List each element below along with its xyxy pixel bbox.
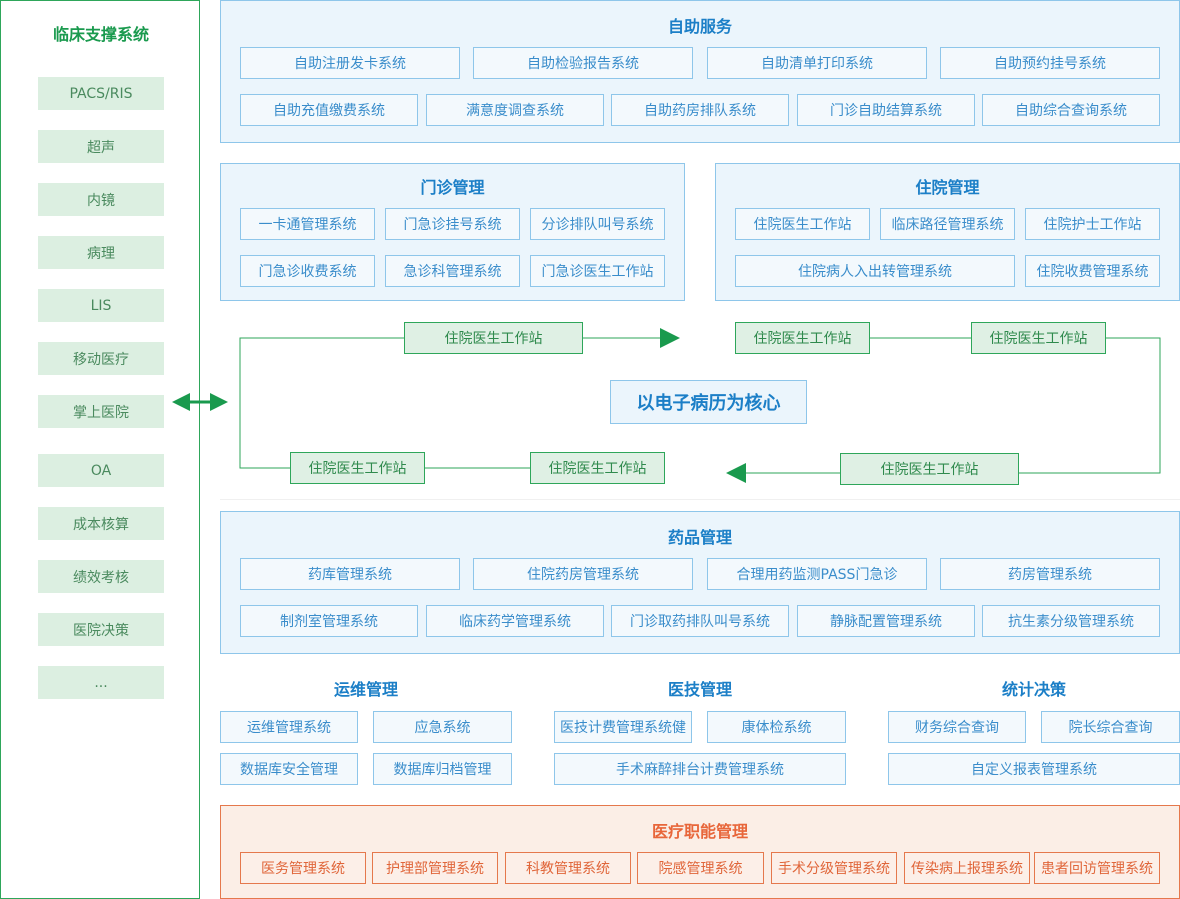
flow-node-top-right[interactable]: 住院医生工作站 bbox=[971, 322, 1106, 354]
medical-function-item[interactable]: 手术分级管理系统 bbox=[771, 852, 897, 884]
ops-item[interactable]: 运维管理系统 bbox=[220, 711, 358, 743]
stats-item[interactable]: 院长综合查询 bbox=[1041, 711, 1180, 743]
inpatient-item[interactable]: 住院病人入出转管理系统 bbox=[735, 255, 1015, 287]
self-service-item[interactable]: 满意度调查系统 bbox=[426, 94, 604, 126]
arrow-left-icon bbox=[726, 463, 746, 483]
ops-item[interactable]: 应急系统 bbox=[373, 711, 512, 743]
medtech-item[interactable]: 医技计费管理系统健 bbox=[554, 711, 692, 743]
ops-item[interactable]: 数据库安全管理 bbox=[220, 753, 358, 785]
drug-item[interactable]: 抗生素分级管理系统 bbox=[982, 605, 1160, 637]
self-service-item[interactable]: 自助充值缴费系统 bbox=[240, 94, 418, 126]
clinical-support-title: 临床支撑系统 bbox=[52, 25, 149, 44]
outpatient-item[interactable]: 门急诊收费系统 bbox=[240, 255, 375, 287]
section-divider bbox=[220, 499, 1180, 500]
medical-function-title: 医疗职能管理 bbox=[651, 822, 748, 841]
medical-function-item[interactable]: 传染病上报理系统 bbox=[904, 852, 1030, 884]
medtech-item[interactable]: 手术麻醉排台计费管理系统 bbox=[554, 753, 846, 785]
medtech-title: 医技管理 bbox=[667, 680, 732, 699]
outpatient-title: 门诊管理 bbox=[420, 178, 485, 197]
left-item-performance[interactable]: 绩效考核 bbox=[38, 560, 164, 593]
double-arrow-icon bbox=[172, 393, 228, 411]
flow-node-bottom-left[interactable]: 住院医生工作站 bbox=[290, 452, 425, 484]
self-service-item[interactable]: 自助综合查询系统 bbox=[982, 94, 1160, 126]
medtech-item[interactable]: 康体检系统 bbox=[707, 711, 846, 743]
medical-function-item[interactable]: 患者回访管理系统 bbox=[1034, 852, 1160, 884]
outpatient-item[interactable]: 分诊排队叫号系统 bbox=[530, 208, 665, 240]
inpatient-item[interactable]: 临床路径管理系统 bbox=[880, 208, 1015, 240]
drug-item[interactable]: 门诊取药排队叫号系统 bbox=[611, 605, 789, 637]
drug-item[interactable]: 合理用药监测PASS门急诊 bbox=[707, 558, 927, 590]
drug-title: 药品管理 bbox=[667, 528, 732, 547]
left-item-more[interactable]: ... bbox=[38, 666, 164, 699]
emr-core-box[interactable]: 以电子病历为核心 bbox=[610, 380, 807, 424]
stats-title: 统计决策 bbox=[1001, 680, 1066, 699]
flow-node-top-left[interactable]: 住院医生工作站 bbox=[404, 322, 583, 354]
flow-node-top-mid[interactable]: 住院医生工作站 bbox=[735, 322, 870, 354]
flow-node-bottom-mid[interactable]: 住院医生工作站 bbox=[530, 452, 665, 484]
left-item-endoscopy[interactable]: 内镜 bbox=[38, 183, 164, 216]
medical-function-item[interactable]: 院感管理系统 bbox=[637, 852, 764, 884]
inpatient-title: 住院管理 bbox=[915, 178, 980, 197]
left-item-oa[interactable]: OA bbox=[38, 454, 164, 487]
left-item-pathology[interactable]: 病理 bbox=[38, 236, 164, 269]
drug-item[interactable]: 药库管理系统 bbox=[240, 558, 460, 590]
drug-item[interactable]: 静脉配置管理系统 bbox=[797, 605, 975, 637]
flow-node-bottom-right[interactable]: 住院医生工作站 bbox=[840, 453, 1019, 485]
drug-item[interactable]: 住院药房管理系统 bbox=[473, 558, 693, 590]
left-item-lis[interactable]: LIS bbox=[38, 289, 164, 322]
self-service-title: 自助服务 bbox=[667, 17, 732, 36]
left-item-pacs[interactable]: PACS/RIS bbox=[38, 77, 164, 110]
self-service-item[interactable]: 自助预约挂号系统 bbox=[940, 47, 1160, 79]
self-service-item[interactable]: 自助清单打印系统 bbox=[707, 47, 927, 79]
left-item-ultrasound[interactable]: 超声 bbox=[38, 130, 164, 163]
ops-title: 运维管理 bbox=[333, 680, 398, 699]
stats-item[interactable]: 财务综合查询 bbox=[888, 711, 1026, 743]
self-service-item[interactable]: 自助检验报告系统 bbox=[473, 47, 693, 79]
medical-function-item[interactable]: 科教管理系统 bbox=[505, 852, 631, 884]
outpatient-item[interactable]: 急诊科管理系统 bbox=[385, 255, 520, 287]
outpatient-item[interactable]: 一卡通管理系统 bbox=[240, 208, 375, 240]
self-service-item[interactable]: 自助注册发卡系统 bbox=[240, 47, 460, 79]
outpatient-item[interactable]: 门急诊挂号系统 bbox=[385, 208, 520, 240]
stats-item[interactable]: 自定义报表管理系统 bbox=[888, 753, 1180, 785]
clinical-support-panel: 临床支撑系统 PACS/RIS 超声 内镜 病理 LIS 移动医疗 掌上医院 O… bbox=[0, 0, 200, 899]
drug-item[interactable]: 临床药学管理系统 bbox=[426, 605, 604, 637]
drug-item[interactable]: 药房管理系统 bbox=[940, 558, 1160, 590]
inpatient-item[interactable]: 住院医生工作站 bbox=[735, 208, 870, 240]
outpatient-item[interactable]: 门急诊医生工作站 bbox=[530, 255, 665, 287]
inpatient-item[interactable]: 住院护士工作站 bbox=[1025, 208, 1160, 240]
left-item-hospital-decision[interactable]: 医院决策 bbox=[38, 613, 164, 646]
left-item-mobile-hospital[interactable]: 掌上医院 bbox=[38, 395, 164, 428]
self-service-item[interactable]: 自助药房排队系统 bbox=[611, 94, 789, 126]
self-service-item[interactable]: 门诊自助结算系统 bbox=[797, 94, 975, 126]
inpatient-item[interactable]: 住院收费管理系统 bbox=[1025, 255, 1160, 287]
left-item-mobile-medical[interactable]: 移动医疗 bbox=[38, 342, 164, 375]
left-item-cost-accounting[interactable]: 成本核算 bbox=[38, 507, 164, 540]
medical-function-item[interactable]: 医务管理系统 bbox=[240, 852, 366, 884]
ops-item[interactable]: 数据库归档管理 bbox=[373, 753, 512, 785]
arrow-right-icon bbox=[660, 328, 680, 348]
drug-item[interactable]: 制剂室管理系统 bbox=[240, 605, 418, 637]
medical-function-item[interactable]: 护理部管理系统 bbox=[372, 852, 498, 884]
